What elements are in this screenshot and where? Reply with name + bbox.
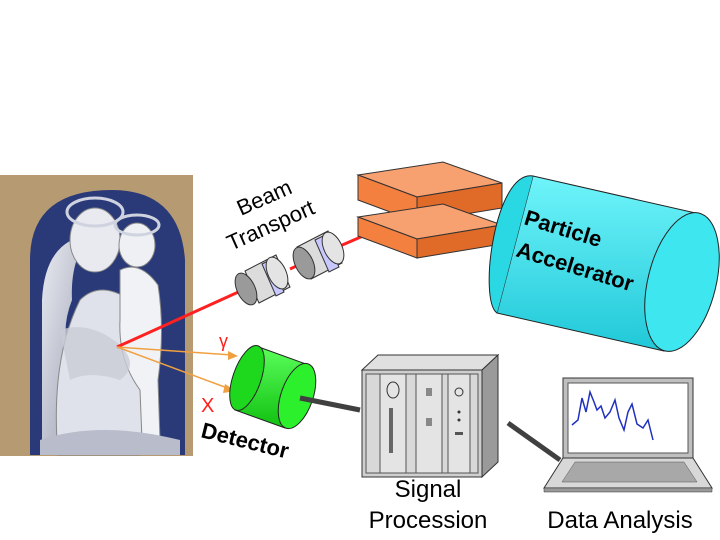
- data-analysis-label: Data Analysis: [547, 507, 692, 534]
- quadrupole-lens-1: [234, 254, 291, 306]
- signal-label-line1: Signal: [395, 476, 462, 503]
- signal-label-line2: Procession: [369, 507, 488, 534]
- quadrupole-lens-2: [292, 230, 345, 280]
- electronics-crate: [360, 353, 500, 479]
- gamma-label: γ: [219, 331, 228, 351]
- computer-screen: [567, 382, 689, 454]
- magnet: [356, 161, 503, 259]
- crate-module-3: [447, 373, 471, 474]
- cables: [299, 395, 562, 463]
- detector-cylinder: [229, 345, 317, 430]
- beam-segment-target: [116, 287, 246, 349]
- accelerator-end-face: [644, 212, 720, 352]
- screen-plot-line: [571, 389, 654, 441]
- cable-detector-electronics: [299, 395, 361, 413]
- xray-label: X: [201, 395, 214, 417]
- sculpture-image: [0, 175, 193, 456]
- gamma-ray-arrow: [116, 346, 233, 356]
- accelerator-cylinder: [488, 175, 720, 352]
- madonna-head: [69, 207, 121, 273]
- child-halo: [113, 213, 161, 237]
- quadrupole-lenses: [234, 230, 345, 306]
- xray-arrow: [116, 346, 231, 390]
- computer: [543, 377, 713, 493]
- madonna-halo: [65, 196, 125, 228]
- child-head: [118, 222, 156, 268]
- magnet-lower-block: [356, 203, 503, 259]
- cable-electronics-computer: [506, 420, 562, 463]
